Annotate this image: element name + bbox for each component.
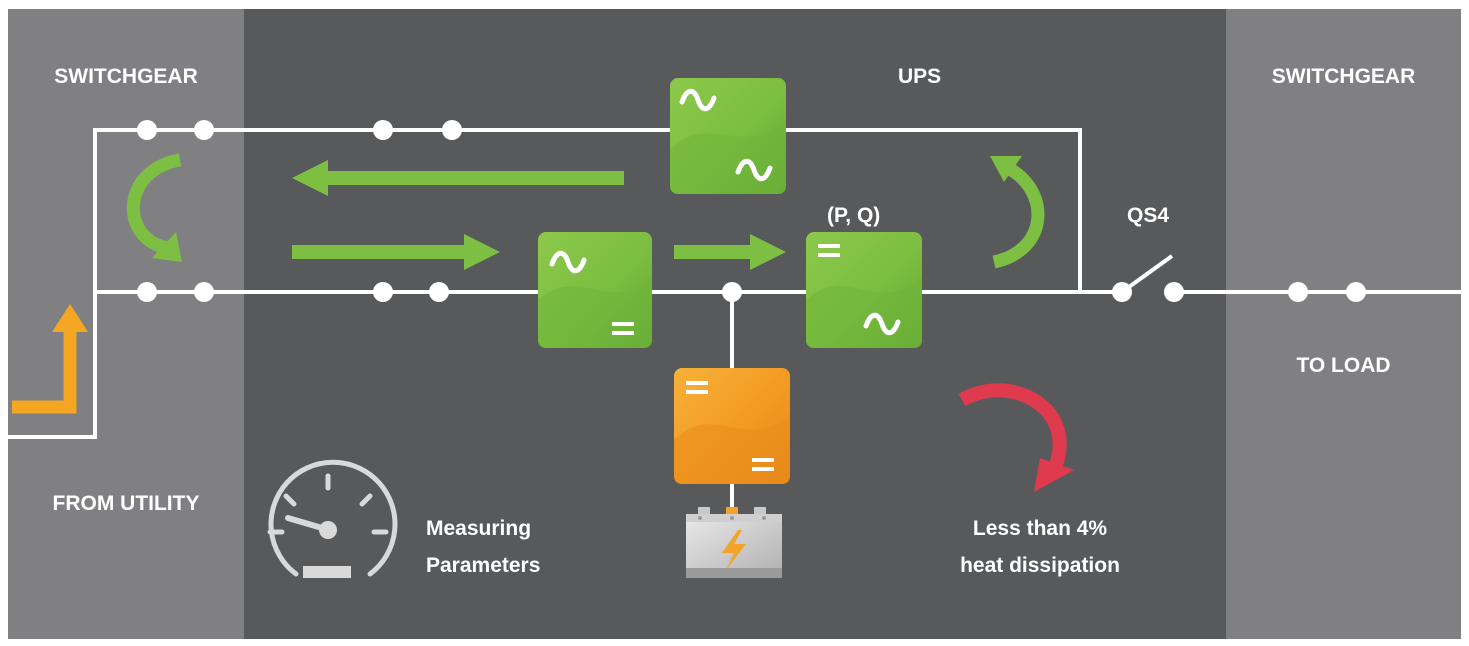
bypass-block bbox=[670, 78, 786, 194]
to-load-label: TO LOAD bbox=[1296, 354, 1391, 377]
power-lines bbox=[8, 128, 1461, 512]
switchgear-right-label: SWITCHGEAR bbox=[1271, 65, 1416, 88]
dc-icon bbox=[686, 381, 774, 471]
ac-wave-icon bbox=[863, 312, 901, 336]
heat-arrow bbox=[958, 383, 1074, 492]
ac-wave-icon bbox=[549, 250, 587, 274]
power-flow-arrows bbox=[292, 160, 786, 270]
switchgear-left-label: SWITCHGEAR bbox=[54, 65, 198, 88]
bypass-return-line bbox=[785, 128, 1082, 292]
pq-label: (P, Q) bbox=[827, 204, 881, 227]
heat-label-line2: heat dissipation bbox=[960, 554, 1120, 577]
from-utility-label: FROM UTILITY bbox=[52, 492, 200, 515]
switch-terminals bbox=[137, 120, 1366, 302]
dc-icon bbox=[612, 322, 634, 335]
utility-feed-line bbox=[8, 128, 97, 439]
battery-icon bbox=[686, 507, 782, 578]
switchgear-left-panel bbox=[8, 9, 244, 639]
ac-wave-icon bbox=[679, 88, 717, 112]
lightning-icon bbox=[722, 530, 746, 570]
dc-icon bbox=[818, 244, 840, 257]
utility-arrow bbox=[12, 304, 88, 414]
qs4-switch-blade bbox=[1120, 254, 1174, 294]
inverter-block bbox=[806, 232, 922, 348]
measuring-label-line1: Measuring bbox=[426, 517, 532, 540]
transfer-arrows bbox=[127, 153, 1045, 269]
measuring-label-line2: Parameters bbox=[426, 554, 541, 577]
qs4-label: QS4 bbox=[1127, 204, 1170, 227]
rectifier-block bbox=[538, 232, 652, 348]
speedometer-icon bbox=[267, 459, 398, 578]
dcdc-block bbox=[674, 368, 790, 484]
switchgear-right-panel bbox=[1226, 9, 1461, 639]
ups-label: UPS bbox=[898, 65, 942, 88]
heat-label-line1: Less than 4% bbox=[972, 517, 1108, 540]
ac-wave-icon bbox=[735, 158, 773, 182]
